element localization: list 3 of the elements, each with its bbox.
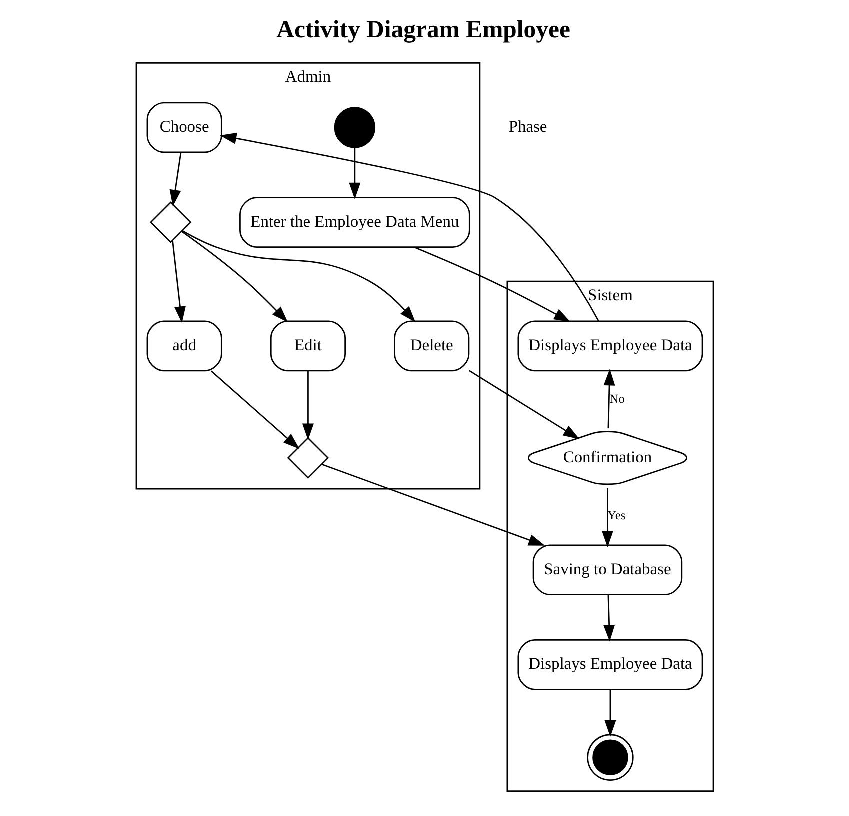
edge-label: No [609,392,624,406]
diagram-title: Activity Diagram Employee [276,16,570,44]
label: Phase [508,116,547,136]
